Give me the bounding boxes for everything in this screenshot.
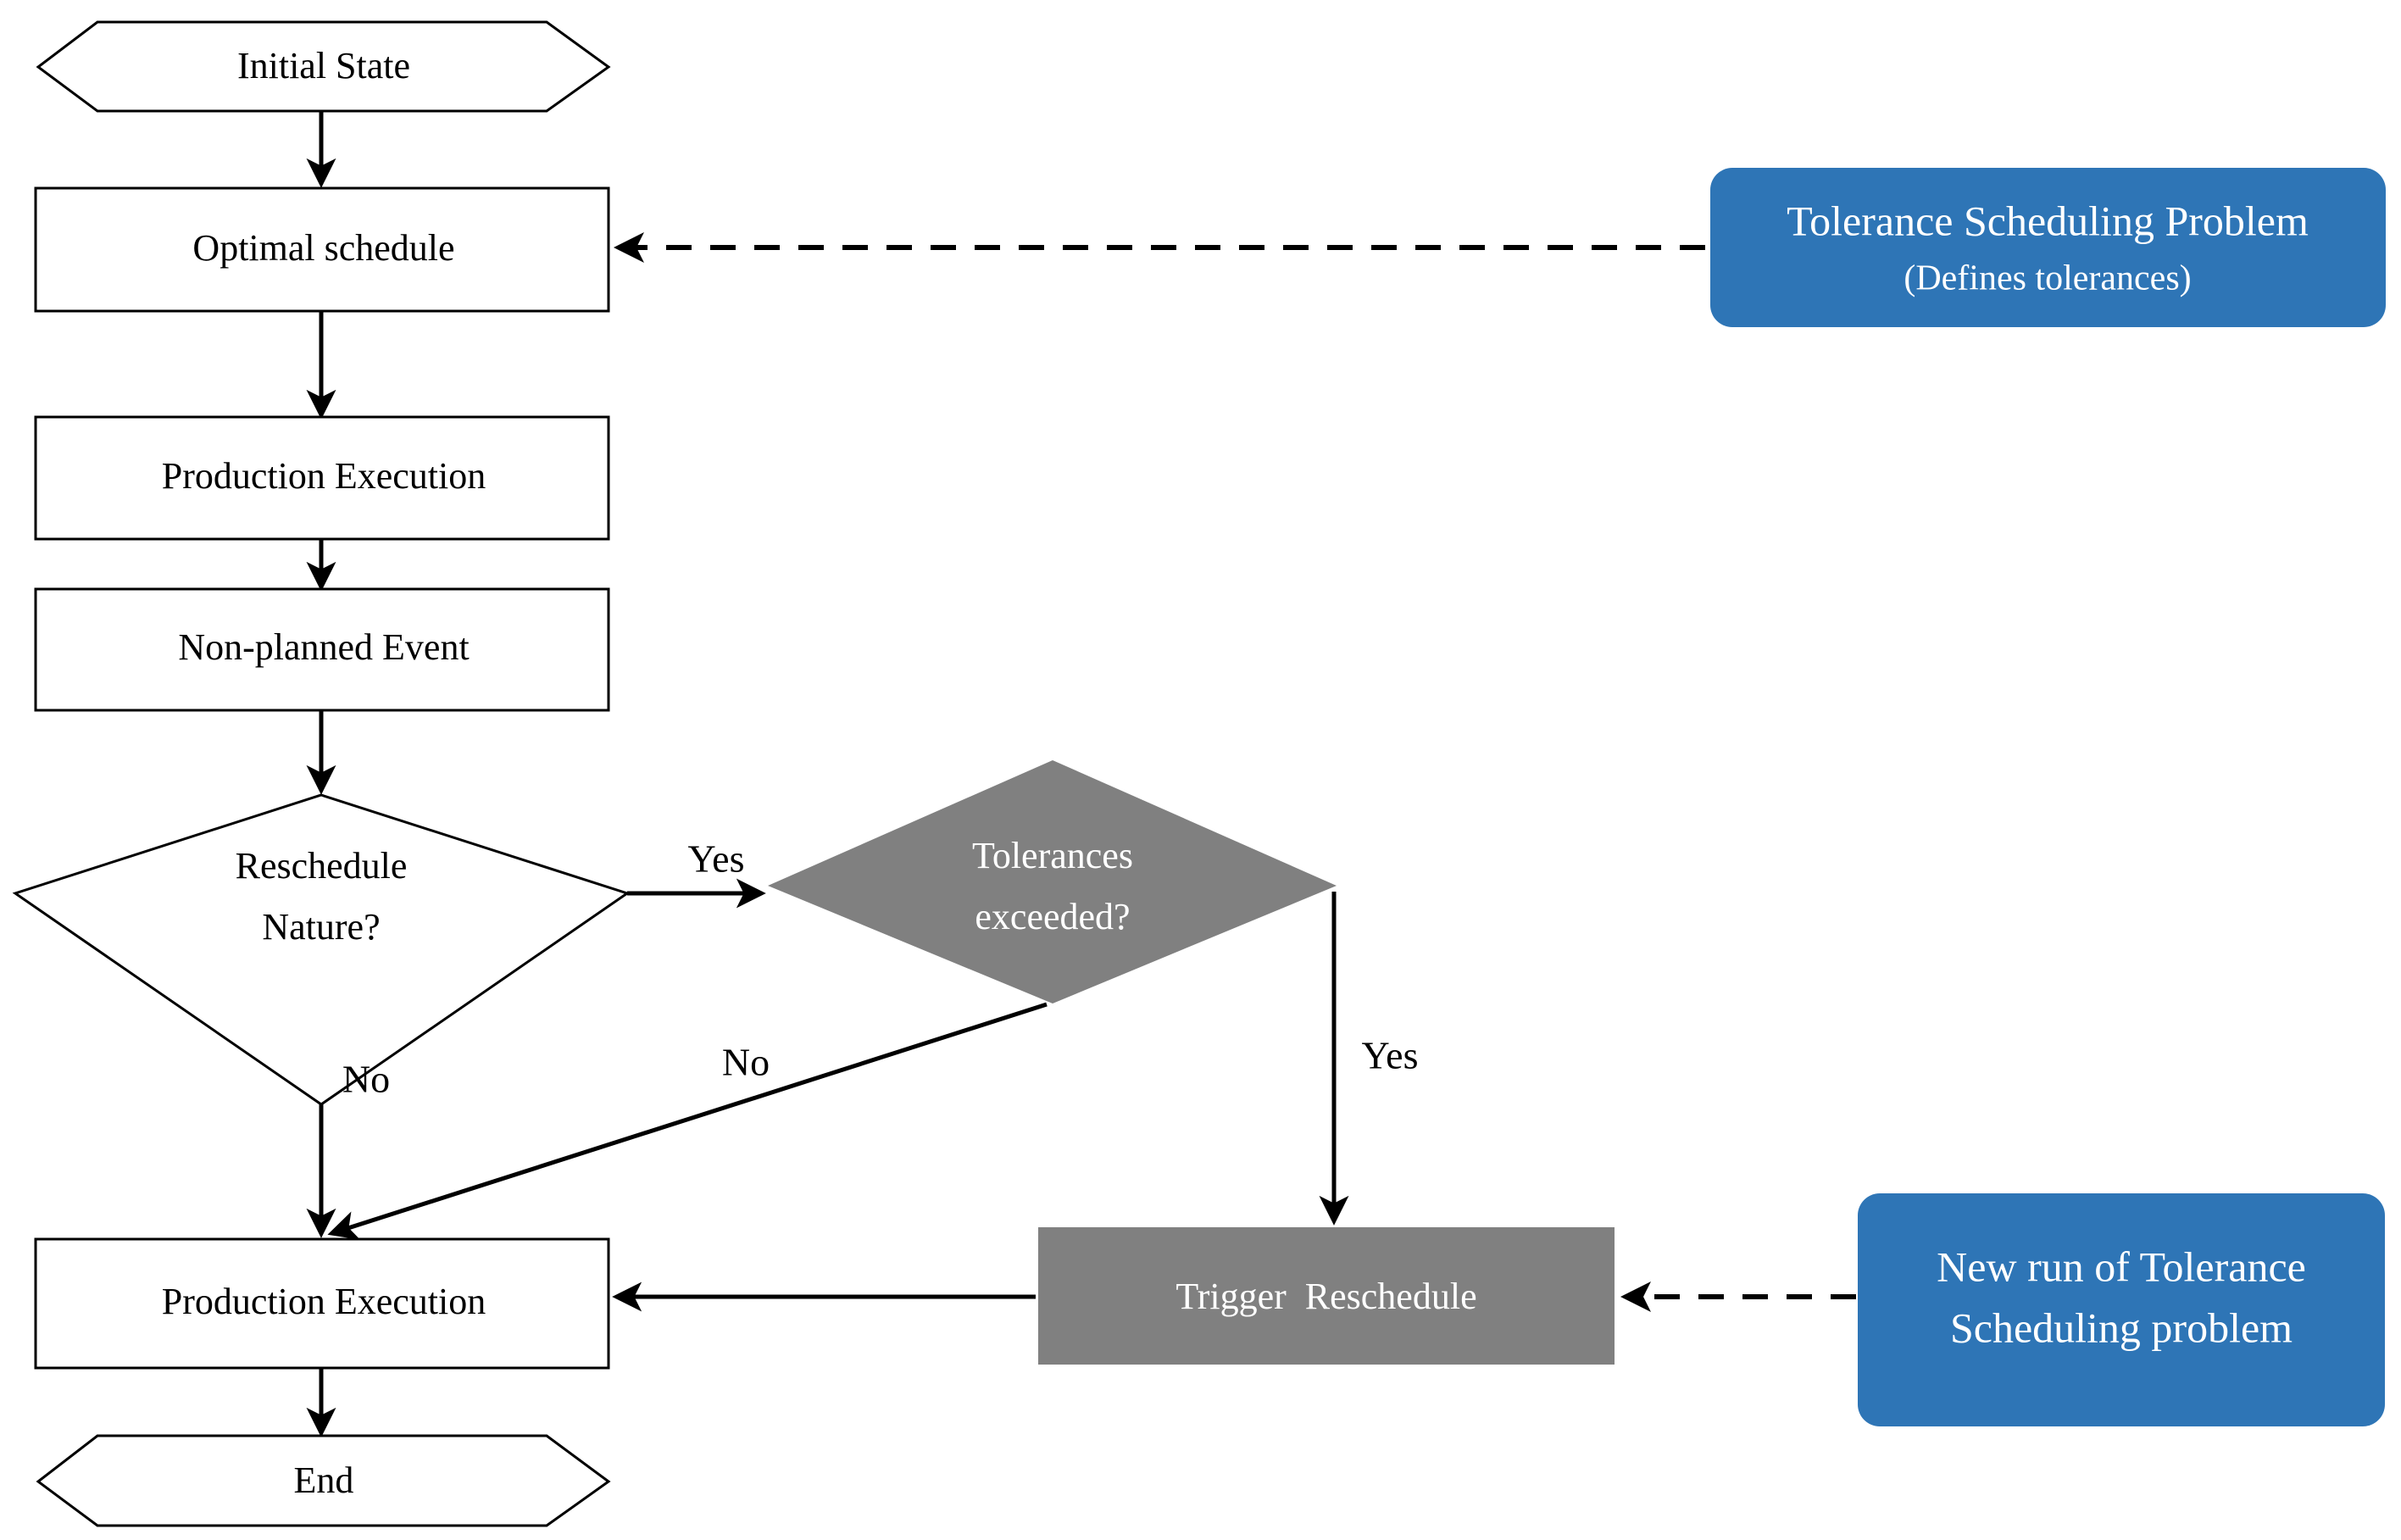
node-end-state[interactable]: End	[36, 1434, 611, 1527]
node-reschedule-nature[interactable]: Reschedule Nature?	[12, 793, 631, 1106]
initial-state-hexagon	[36, 20, 611, 113]
trigger-reschedule-label: Trigger Reschedule	[1175, 1276, 1476, 1317]
tolerances-exceeded-diamond	[768, 760, 1337, 1004]
node-tolerance-scheduling-problem[interactable]: Tolerance Scheduling Problem (Defines to…	[1710, 168, 2386, 327]
production-execution-2-rect	[34, 1237, 610, 1370]
trigger-reschedule-rect	[1038, 1227, 1615, 1365]
node-tolerances-exceeded[interactable]: Tolerances exceeded?	[768, 760, 1337, 1004]
new-run-tolerance-label-line1: New run of Tolerance	[1937, 1243, 2306, 1290]
tolerance-scheduling-problem-label-line2: (Defines tolerances)	[1904, 259, 2191, 298]
optimal-schedule-label: Optimal schedule	[192, 227, 454, 269]
node-non-planned-event[interactable]: Non-planned Event	[34, 587, 610, 712]
node-trigger-reschedule[interactable]: Trigger Reschedule	[1038, 1227, 1615, 1365]
tolerance-scheduling-problem-label-line1: Tolerance Scheduling Problem	[1787, 197, 2309, 244]
node-new-run-tolerance[interactable]: New run of Tolerance Scheduling problem	[1858, 1193, 2385, 1426]
node-optimal-schedule[interactable]: Optimal schedule	[34, 186, 610, 313]
optimal-schedule-rect	[34, 186, 610, 313]
reschedule-nature-label-line2: Nature?	[262, 906, 380, 948]
initial-state-label: Initial State	[237, 45, 410, 86]
edge-label-tolerances-no: No	[722, 1041, 770, 1084]
edge-tolerances-no-to-production2	[327, 1002, 1048, 1240]
tolerance-scheduling-problem-rect	[1710, 168, 2386, 327]
end-state-hexagon	[36, 1434, 611, 1527]
new-run-tolerance-rect	[1858, 1193, 2385, 1426]
non-planned-event-label: Non-planned Event	[178, 626, 469, 668]
production-execution-2-label: Production Execution	[162, 1281, 486, 1322]
edge-label-tolerances-yes: Yes	[1362, 1034, 1419, 1077]
reschedule-nature-diamond	[12, 793, 631, 1106]
node-production-execution-1[interactable]: Production Execution	[34, 415, 610, 541]
end-state-label: End	[294, 1459, 354, 1501]
tolerances-exceeded-label-line2: exceeded?	[975, 896, 1130, 937]
node-initial-state[interactable]: Initial State	[36, 20, 611, 113]
edge-label-reschedule-yes: Yes	[688, 837, 745, 881]
reschedule-nature-label-line1: Reschedule	[236, 845, 408, 887]
tolerances-exceeded-label-line1: Tolerances	[972, 835, 1133, 876]
production-execution-1-rect	[34, 415, 610, 541]
new-run-tolerance-label-line2: Scheduling problem	[1950, 1304, 2293, 1351]
edge-label-reschedule-no: No	[342, 1058, 390, 1101]
non-planned-event-rect	[34, 587, 610, 712]
node-production-execution-2[interactable]: Production Execution	[34, 1237, 610, 1370]
production-execution-1-label: Production Execution	[162, 455, 486, 497]
